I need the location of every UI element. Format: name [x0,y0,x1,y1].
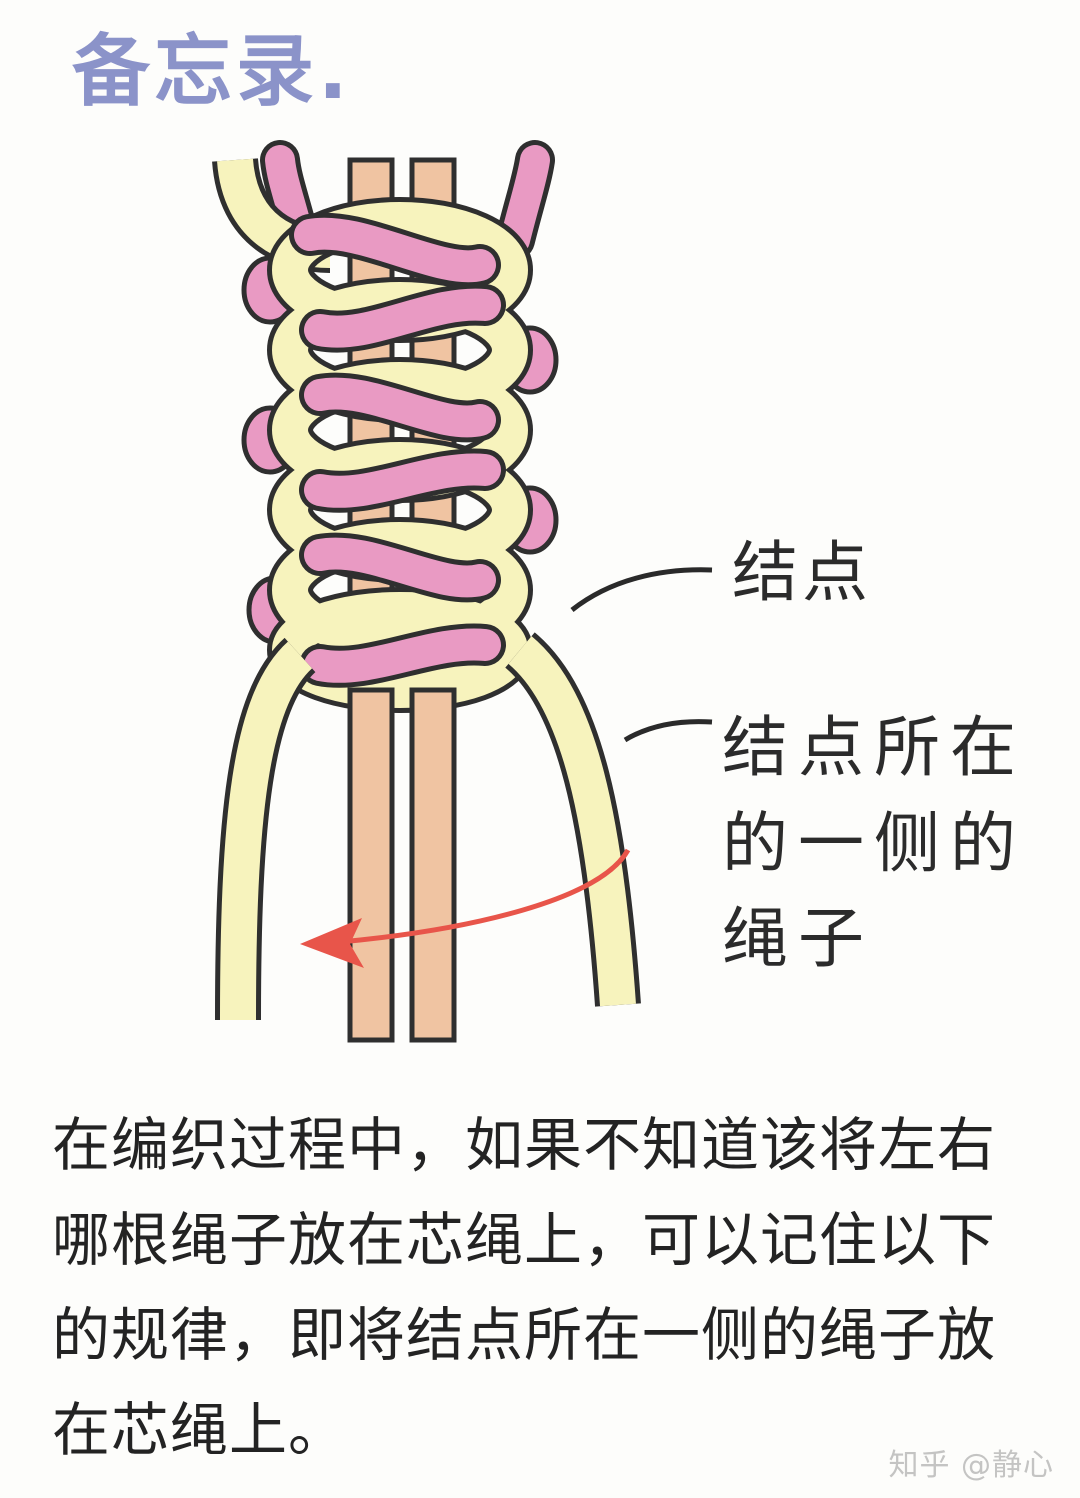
macrame-knot-diagram [212,140,713,1043]
page-title: 备忘录. [72,27,352,117]
caption-text: 在编织过程中，如果不知道该将左右哪根绳子放在芯绳上，可以记住以下的规律，即将结点… [52,1111,997,1464]
pink-crossings [289,212,506,688]
knot-side-cord-label: 结点所在的一侧的绳子 [722,709,1026,978]
side-cord-leader-line [623,719,713,743]
watermark: 知乎 @静心 [888,1448,1054,1483]
yellow-cord-tails [215,632,641,1021]
core-cords-lower [347,687,457,1043]
leader-lines [570,567,713,743]
knot-label: 结点 [732,534,872,611]
arrow-icon [300,848,631,968]
knot-leader-line [570,567,713,612]
